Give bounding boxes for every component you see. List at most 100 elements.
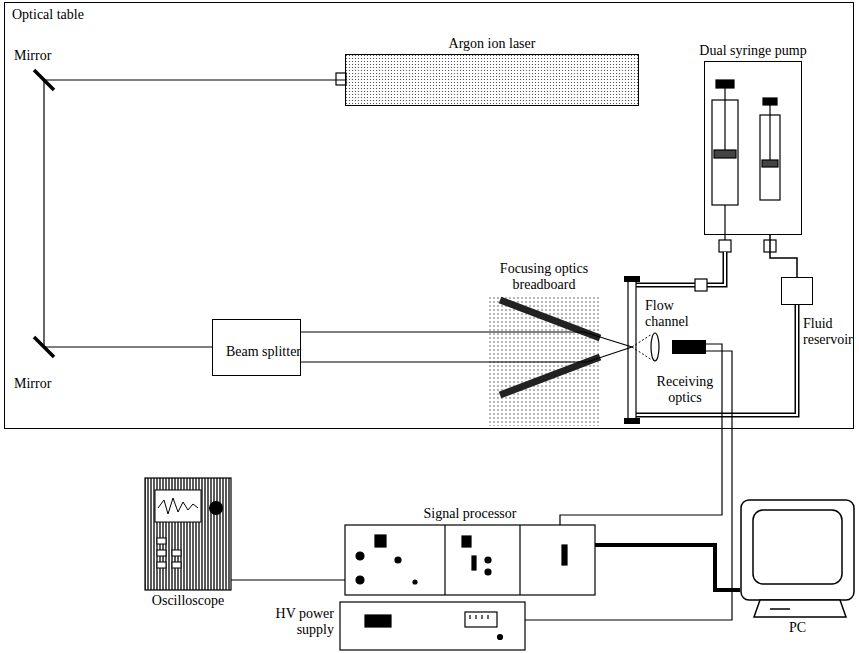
laser-beam <box>488 347 632 362</box>
oscilloscope-body <box>145 478 231 590</box>
pc-monitor <box>753 510 842 584</box>
oscilloscope-body <box>157 562 166 568</box>
scattered-light <box>632 334 652 347</box>
syringe-pump-parts <box>724 88 725 150</box>
signal-processor-body <box>562 545 567 565</box>
connector-line <box>595 545 740 590</box>
syringe-pump-parts <box>716 80 734 88</box>
scattered-light <box>632 347 652 360</box>
signal-processor-body <box>375 535 386 547</box>
hv-supply-body <box>481 615 482 619</box>
oscilloscope-body <box>157 538 166 544</box>
syringe-pump-parts <box>769 105 770 160</box>
pc-monitor <box>754 600 846 617</box>
oscilloscope-body <box>172 562 181 568</box>
fluid-tube <box>636 252 725 285</box>
syringe-pump-parts <box>762 160 778 167</box>
node-label: Fluid reservoir <box>803 316 855 348</box>
signal-processor-body <box>485 557 491 563</box>
oscilloscope-body <box>209 501 223 515</box>
laser-body <box>336 73 346 85</box>
signal-processor-body <box>444 525 445 595</box>
connector-line <box>300 361 488 362</box>
signal-wire <box>560 344 722 525</box>
optical-table: Optical tableDual syringe pumpArgon ion … <box>5 3 853 428</box>
signal-processor-body <box>485 569 491 575</box>
instrument-box: Oscilloscope <box>145 478 231 590</box>
part-label: Mirror <box>14 376 74 392</box>
laser-beam <box>488 332 632 347</box>
laser-beam <box>488 332 632 362</box>
flow-channel <box>624 276 640 282</box>
node-label: Signal processor <box>385 506 555 522</box>
node-label: Focusing optics breadboard <box>478 261 610 293</box>
focusing-mirror <box>500 300 600 395</box>
node-label: Dual syringe pump <box>678 43 828 59</box>
breadboard-plate <box>488 296 600 426</box>
breadboard-plate <box>488 296 600 426</box>
reservoir-box: Fluid reservoir <box>782 278 812 304</box>
hv-supply-body <box>487 615 488 619</box>
hv-supply-body <box>465 612 497 627</box>
scattered-light <box>632 334 652 360</box>
laser-body <box>336 55 638 105</box>
hv-supply-body <box>469 615 470 619</box>
syringe-pump-parts <box>763 98 777 105</box>
laser-box: Argon ion laser <box>346 55 638 105</box>
hv-supply-body <box>340 602 525 650</box>
oscilloscope-body <box>145 478 231 590</box>
hv-supply-body <box>365 615 391 627</box>
node-label: HV power supply <box>262 606 334 638</box>
receiving-optics <box>651 333 706 361</box>
signal-processor-body <box>462 536 471 547</box>
part-label: Receiving optics <box>652 374 718 406</box>
breadboard-box: Focusing optics breadboard <box>488 296 600 426</box>
syringe-pump-parts <box>719 240 731 252</box>
flow-channel <box>624 418 640 424</box>
syringe-pump-parts <box>724 205 725 240</box>
hv-supply-body <box>498 635 503 640</box>
pc-monitor <box>741 500 854 600</box>
fluid-tube <box>695 279 707 291</box>
oscilloscope-body <box>158 498 198 514</box>
oscilloscope-body <box>172 550 181 556</box>
receiving-optics <box>672 340 706 354</box>
instrument-box: HV power supply <box>340 602 525 650</box>
signal-processor-body <box>519 525 520 595</box>
hv-supply-body <box>340 602 525 650</box>
syringe-pump-parts <box>712 80 780 252</box>
connector-line <box>300 331 488 332</box>
signal-processor-body <box>413 580 417 584</box>
connector-line <box>770 234 797 278</box>
computer-box: PC <box>740 500 855 617</box>
hv-supply-body <box>475 615 476 619</box>
node-label: Optical table <box>12 7 84 23</box>
flow-channel <box>624 276 640 424</box>
instrument-box: Signal processor <box>345 525 595 595</box>
process-box: Beam splitter <box>213 320 300 375</box>
signal-processor-body <box>472 556 476 570</box>
node-label: Beam splitter <box>224 344 303 360</box>
pc-monitor <box>741 500 854 617</box>
signal-processor-body <box>356 576 364 584</box>
focusing-mirror <box>500 357 600 395</box>
connector-line <box>231 579 345 580</box>
receiving-optics <box>651 333 659 361</box>
signal-processor-body <box>345 525 595 595</box>
oscilloscope-body <box>155 490 201 522</box>
part-label: Mirror <box>14 48 74 64</box>
syringe-pump-parts <box>714 150 736 158</box>
pump-box: Dual syringe pump <box>705 62 801 234</box>
laser-body <box>346 55 638 105</box>
oscilloscope-body <box>157 550 166 556</box>
fluid-tube <box>636 252 797 415</box>
node-label: Argon ion laser <box>402 36 582 52</box>
connector-line <box>44 80 346 347</box>
signal-processor-body <box>395 557 401 563</box>
part-label: Flow channel <box>645 298 701 330</box>
pc-monitor <box>770 608 790 610</box>
flow-channel <box>628 280 636 420</box>
node-label: Oscilloscope <box>128 593 248 609</box>
